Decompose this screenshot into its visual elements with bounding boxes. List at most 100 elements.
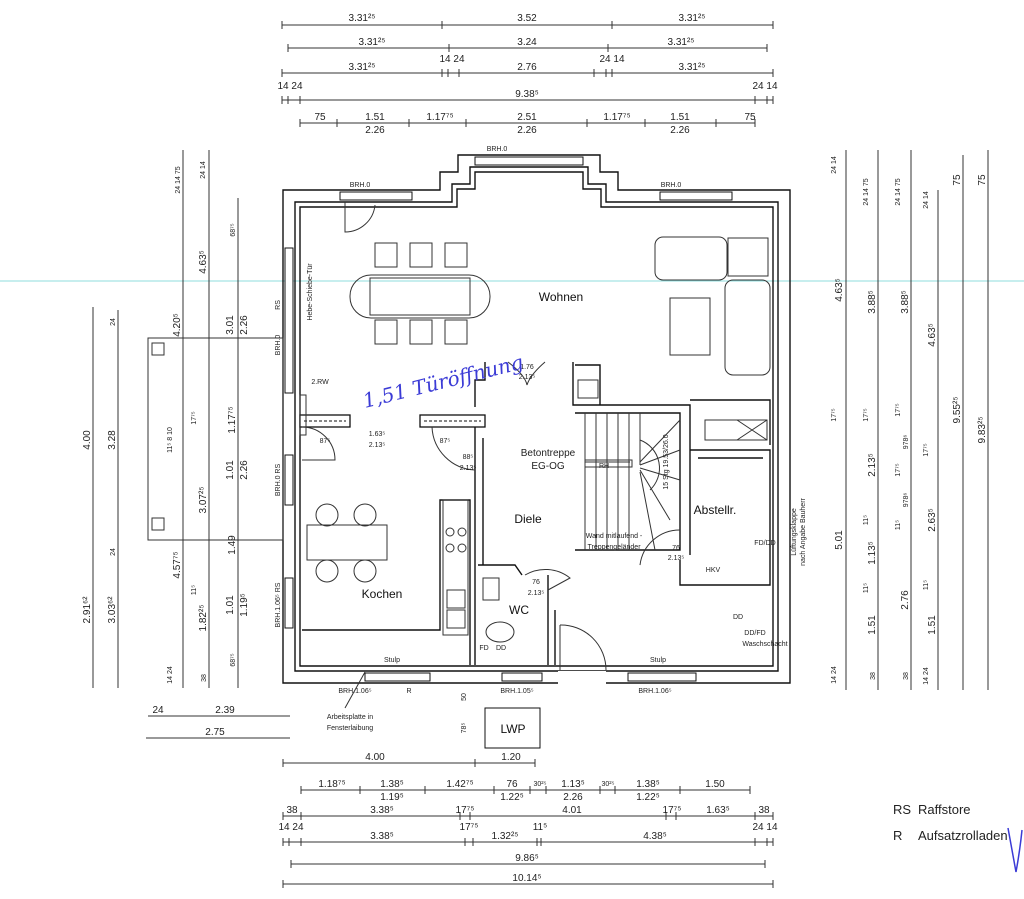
note-brh: BRH.1.05⁵ <box>500 688 533 695</box>
note-vent: nach Angabe Bauherr <box>800 497 807 565</box>
dim-label: 4.20⁵ <box>172 313 183 337</box>
note-hkv: HKV <box>706 567 721 574</box>
sofa <box>724 279 771 376</box>
dim-label: 3.31²⁵ <box>349 62 376 73</box>
stair-label: Betontreppe <box>521 448 576 459</box>
dim-label: 3.52 <box>517 13 537 24</box>
dim-label: 30²⁵ <box>533 781 546 788</box>
dim-label: 1.19⁵ <box>239 593 250 617</box>
note-stulp: Stulp <box>650 657 666 664</box>
dim-label: 78⁵ <box>461 723 468 734</box>
dim-label: 11⁵ <box>923 580 930 590</box>
legend-code: RS <box>893 802 911 817</box>
dim-label: 1.01 <box>225 460 236 480</box>
window <box>284 454 294 506</box>
door-dim: 2.13⁵ <box>369 442 386 449</box>
note-brh: BRH.0 <box>661 182 682 189</box>
dim-label: 38 <box>903 672 910 680</box>
dim-label: 1.17⁷⁵ <box>426 112 453 123</box>
dim-label: 1.51 <box>867 615 878 635</box>
dim-label: 68⁷⁵ <box>230 653 237 666</box>
stair-label: EG-OG <box>531 461 565 472</box>
dim-label: 38 <box>758 805 770 816</box>
dim-label: 1.50 <box>705 779 725 790</box>
note-brh: BRH.1.06⁵ <box>338 688 371 695</box>
dim-label: 17⁷⁵ <box>456 805 475 816</box>
note-fd: FD <box>479 645 488 652</box>
window <box>284 577 294 629</box>
dim-label: 11⁵ <box>191 585 198 595</box>
dim-label: 2.39 <box>215 705 235 716</box>
note-shaft: DD/FD <box>744 630 765 637</box>
note-brh: BRH.0 <box>275 335 282 356</box>
door-dim: 2.13⁵ <box>519 374 536 381</box>
note-rs: RS <box>275 300 282 310</box>
note-brh: BRH.1.06⁵ <box>638 688 671 695</box>
dim-label: 9.86⁵ <box>515 853 539 864</box>
note-brh-rs: BRH.1.06⁵ RS <box>275 582 282 627</box>
dim-label: 1.82²⁵ <box>198 605 209 632</box>
dim-label: 4.63⁵ <box>927 323 938 347</box>
dim-label: 2.26 <box>517 125 537 136</box>
dim-label: 11⁵ 8 10 <box>167 427 174 453</box>
dim-label: 24 14 75 <box>863 178 870 205</box>
dim-label: 3.31²⁵ <box>349 13 376 24</box>
dim-label: 24 <box>110 548 117 556</box>
dim-label: 30²⁵ <box>601 781 614 788</box>
dim-label: 4.00 <box>365 752 385 763</box>
dim-label: 50 <box>461 693 468 701</box>
note-vent: Lüftungsklappe <box>791 508 798 556</box>
window <box>627 672 697 682</box>
note-sliding-door: Hebe-Schiebe-Tür <box>307 263 314 321</box>
dim-label: 3.88⁵ <box>867 290 878 314</box>
dim-label: 1.01 <box>225 595 236 615</box>
dim-label: 3.07²⁵ <box>198 487 209 514</box>
dining-table <box>349 274 491 319</box>
top-dimensions: 3.31²⁵ 3.52 3.31²⁵ 3.31²⁵ 3.24 3.31²⁵ 14… <box>277 13 777 136</box>
dim-label: 1.18⁷⁵ <box>318 779 345 790</box>
dim-label: 76 <box>506 779 518 790</box>
room-labels: Wohnen Diele Kochen WC Abstellr. Betontr… <box>362 290 737 617</box>
dim-label: 2.75 <box>205 727 225 738</box>
dim-label: 14 24 <box>439 54 464 65</box>
dim-label: 1.22⁵ <box>636 792 660 803</box>
dim-label: 11⁵ <box>863 583 870 593</box>
room-abstellraum: Abstellr. <box>694 503 737 517</box>
dim-label: 3.24 <box>517 37 537 48</box>
dim-label: 2.63⁵ <box>927 508 938 532</box>
legend: RS Raffstore R Aufsatzrolladen <box>893 802 1023 873</box>
note-brh-rs: BRH.0 RS <box>275 464 282 497</box>
note-dd: DD <box>733 614 743 621</box>
dim-label: 17⁷⁵ <box>923 443 930 456</box>
door-dim: 87⁵ <box>320 438 331 445</box>
legend-code: R <box>893 828 902 843</box>
dim-label: 4.00 <box>82 430 93 450</box>
dim-label: 14 24 <box>167 666 174 684</box>
dim-label: 14 24 <box>278 822 303 833</box>
sliding-door <box>284 247 294 394</box>
dim-label: 24 14 <box>831 156 838 174</box>
dim-label: 4.63⁵ <box>198 250 209 274</box>
dim-label: 1.38⁵ <box>380 779 404 790</box>
terrace <box>147 337 284 541</box>
armchair <box>727 237 769 277</box>
dim-label: 3.31²⁵ <box>679 62 706 73</box>
dim-label: 17⁷⁵ <box>863 408 870 421</box>
dim-label: 68⁷⁵ <box>230 223 237 236</box>
dim-label: 1.32²⁵ <box>492 831 519 842</box>
dim-label: 1.13⁵ <box>561 779 585 790</box>
dim-label: 2.91⁶² <box>82 596 93 624</box>
dim-label: 9.55²⁵ <box>952 397 963 424</box>
toilet <box>485 621 515 643</box>
dim-label: 2.51 <box>517 112 537 123</box>
kitchen-table <box>306 524 388 561</box>
dim-label: 38 <box>286 805 298 816</box>
dim-label: 38 <box>870 672 877 680</box>
dim-label: 1.51 <box>670 112 690 123</box>
door-dim: 1.63⁵ <box>369 431 386 438</box>
doors <box>301 202 681 671</box>
dim-label: 2.26 <box>365 125 385 136</box>
handwritten-note: 1,51 Türöffnung <box>360 350 525 413</box>
exterior-walls <box>282 154 791 685</box>
